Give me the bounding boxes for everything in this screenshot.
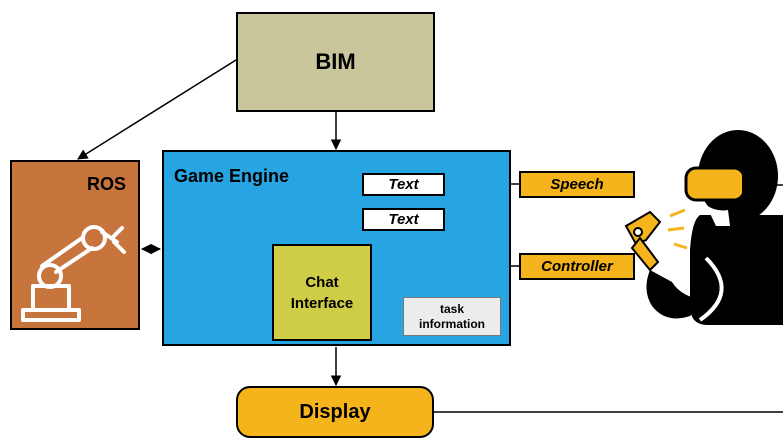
ros-box: ROS [10,160,140,330]
game-engine-label: Game Engine [174,166,290,186]
ros-label: ROS [86,174,126,194]
vr-headset-user-icon [646,130,783,325]
bim-label: BIM [315,49,356,74]
task-information-box: task information [403,297,501,336]
bim-box: BIM [236,12,435,112]
chat-interface-line2: Interface [290,294,354,312]
robot-arm-icon [21,225,126,322]
arrow-bim-to-ros [77,59,237,160]
controller-input-box: Controller [519,253,635,280]
display-box: Display [236,386,434,438]
display-label: Display [299,400,371,423]
chat-interface-box: Chat Interface [272,244,372,341]
speech-text-box: Text [362,173,445,196]
controller-text-box: Text [362,208,445,231]
task-information-line2: information [419,316,485,331]
speech-input-box: Speech [519,171,635,198]
chat-interface-line1: Chat [305,273,339,291]
controller-icon [624,210,662,272]
task-information-line1: task [439,301,465,316]
